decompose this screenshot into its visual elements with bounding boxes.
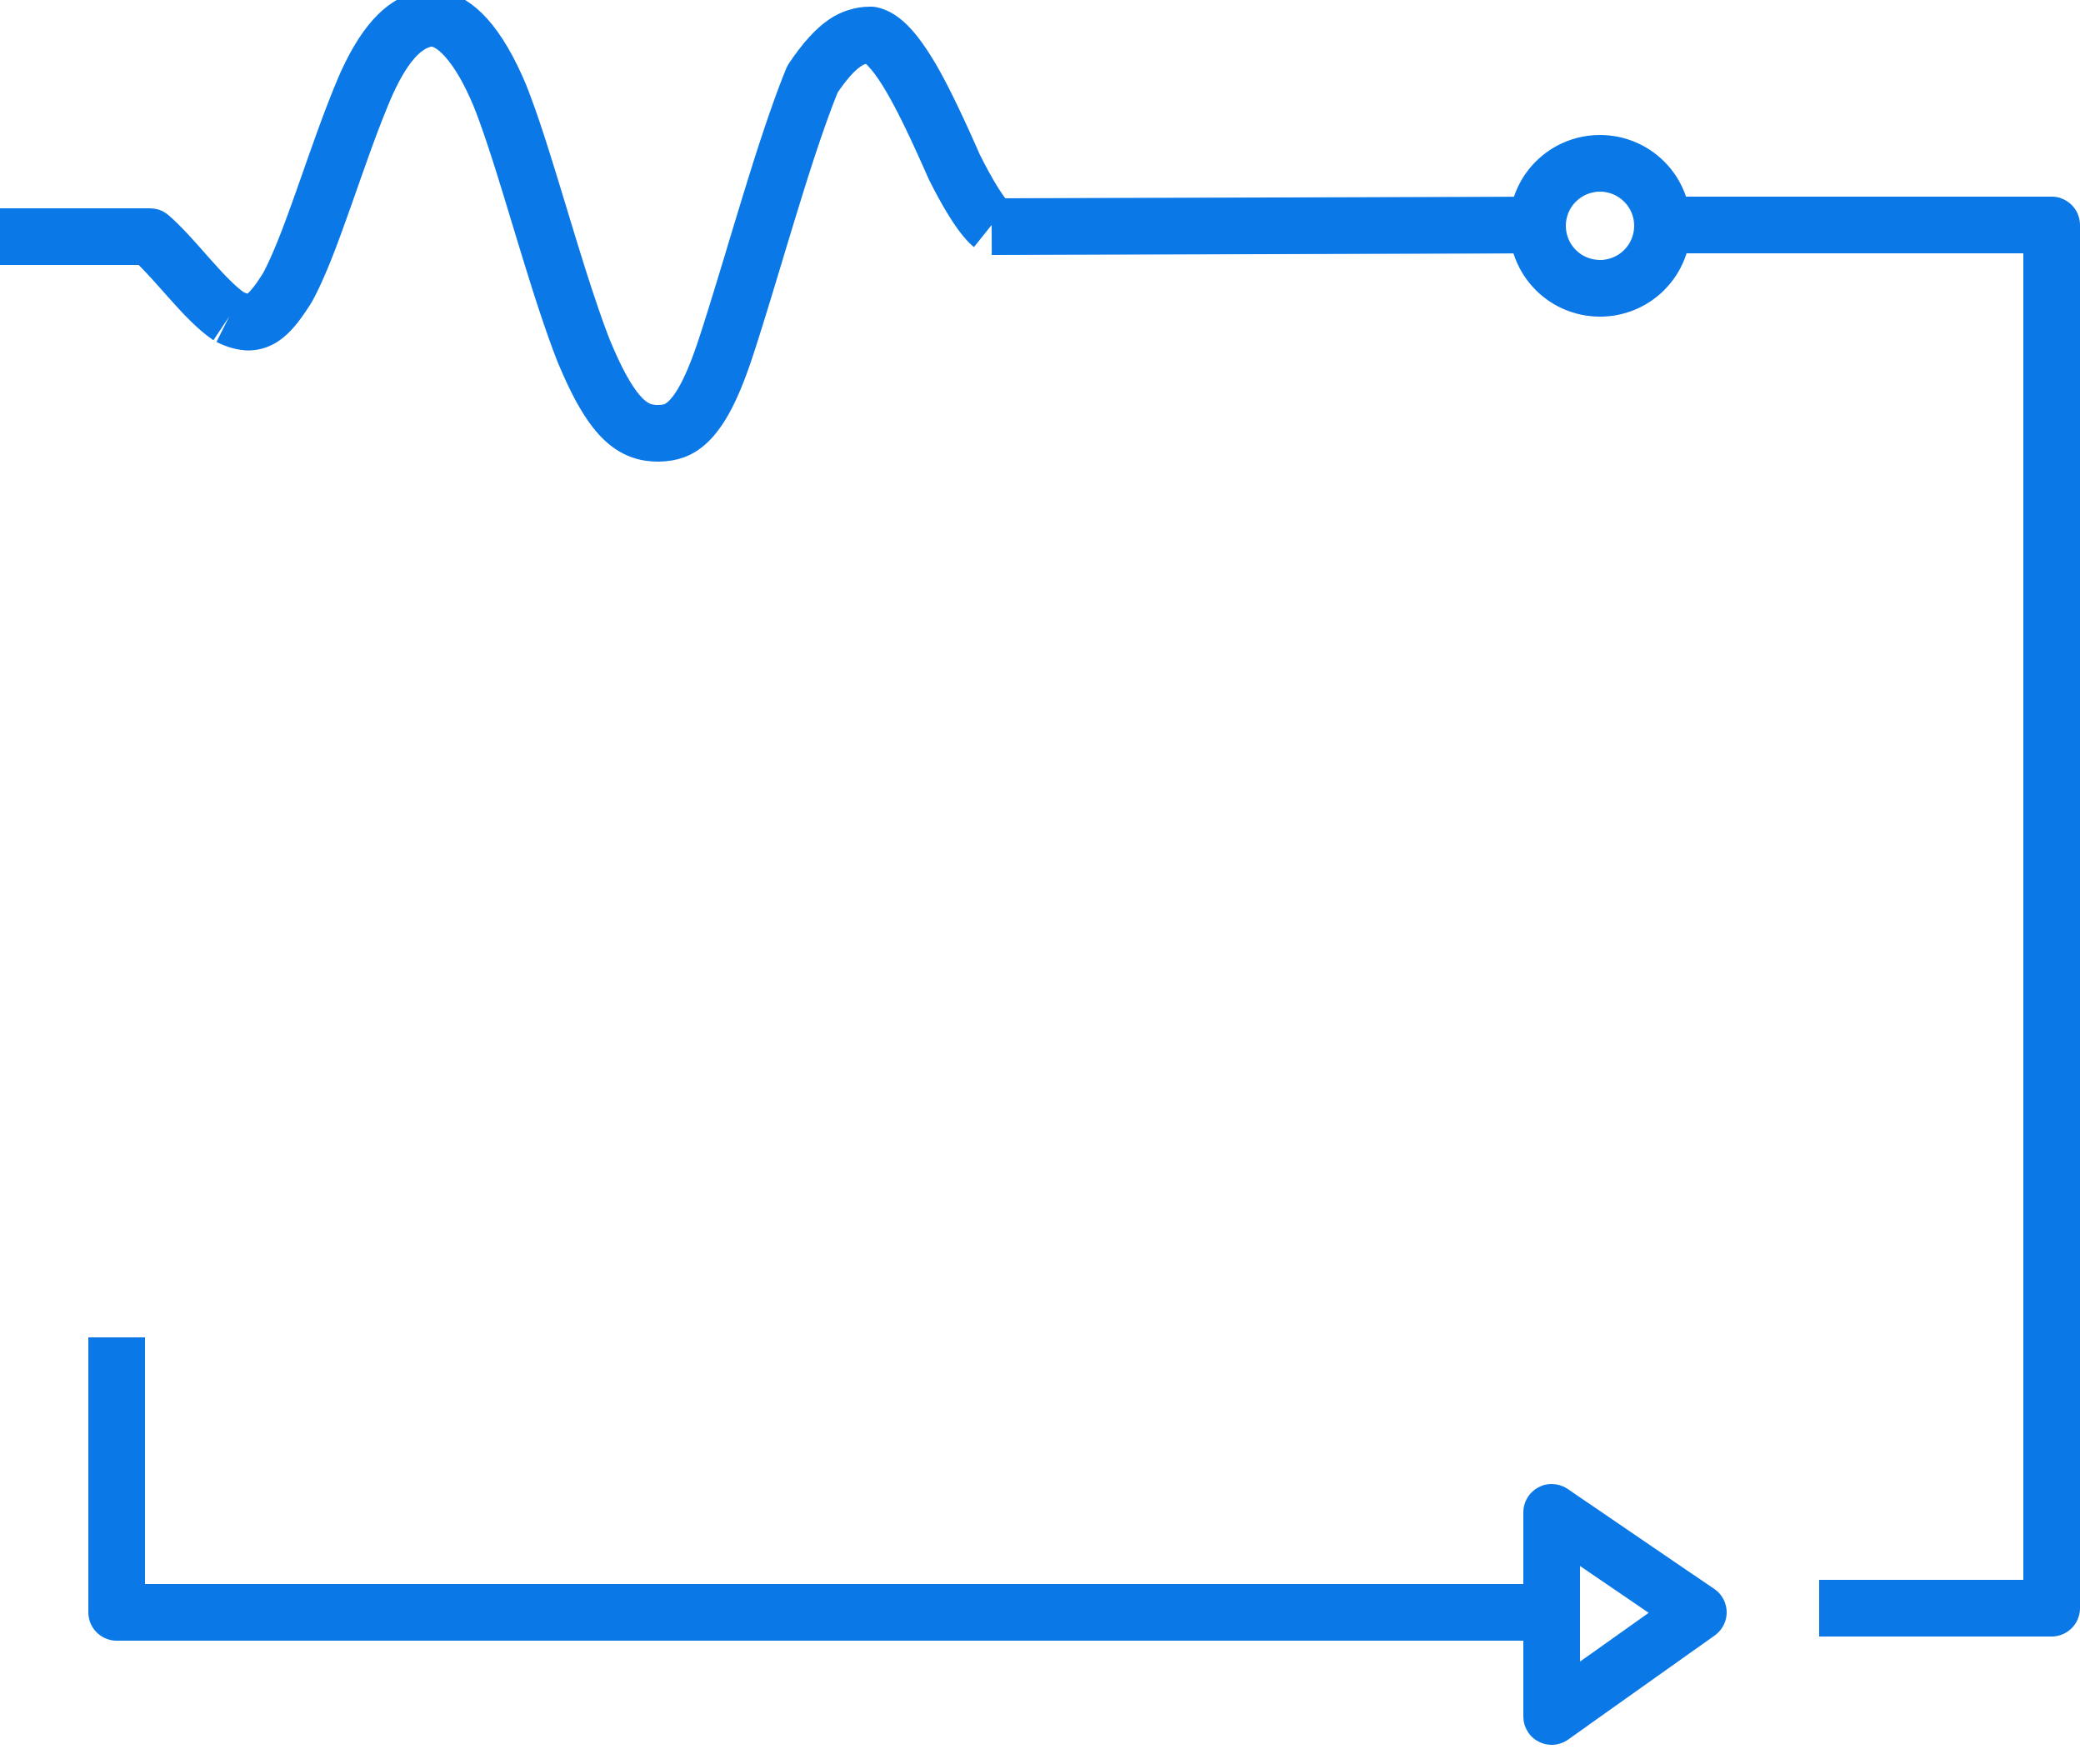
junction-node	[1509, 135, 1691, 317]
output-line	[991, 197, 1542, 255]
waveform	[216, 0, 1011, 462]
feedback-loop	[1662, 197, 2080, 1637]
arrow-head	[1523, 1484, 1727, 1745]
return-line	[88, 1337, 1550, 1641]
input-line	[0, 208, 247, 341]
